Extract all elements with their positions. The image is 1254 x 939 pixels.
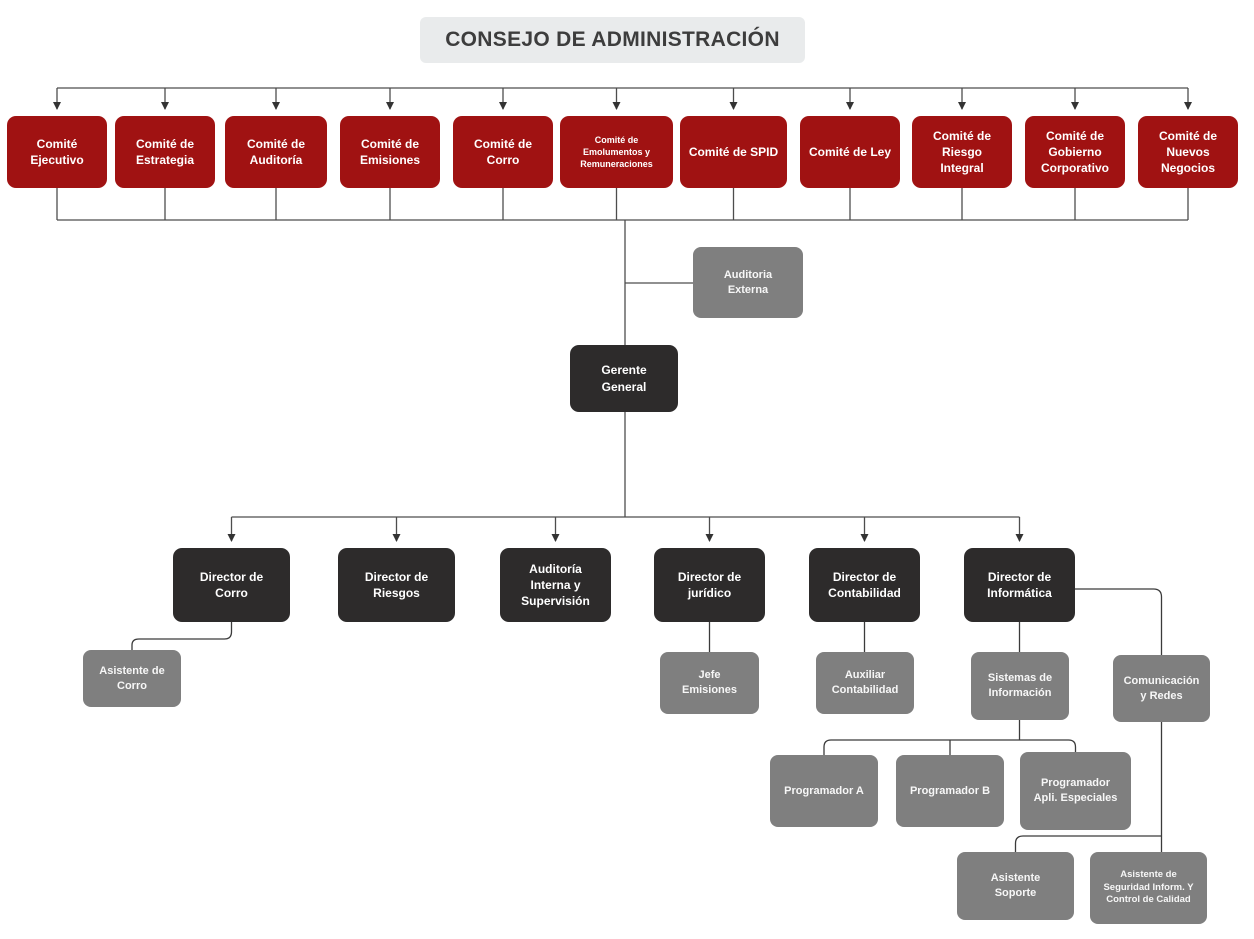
node-gerente-general: Gerente General: [570, 345, 678, 412]
node-director-riesgos: Director de Riesgos: [338, 548, 455, 622]
page-title: CONSEJO DE ADMINISTRACIÓN: [420, 17, 805, 63]
node-comite-emisiones: Comité de Emisiones: [340, 116, 440, 188]
directors-to-staff-connectors: [131, 588, 1163, 852]
node-comite-emolumentos: Comité de Emolumentos y Remuneraciones: [560, 116, 673, 188]
manager-to-directors-connectors: [227, 412, 1024, 542]
node-comite-auditoria: Comité de Auditoría: [225, 116, 327, 188]
node-auxiliar-contabilidad: Auxiliar Contabilidad: [816, 652, 914, 714]
node-comite-gobierno-corporativo: Comité de Gobierno Corporativo: [1025, 116, 1125, 188]
committees-to-manager-connectors: [56, 188, 1189, 345]
node-director-juridico: Director de jurídico: [654, 548, 765, 622]
node-programador-b: Programador B: [896, 755, 1004, 827]
node-director-contabilidad: Director de Contabilidad: [809, 548, 920, 622]
node-director-corro: Director de Corro: [173, 548, 290, 622]
node-comite-corro: Comité de Corro: [453, 116, 553, 188]
node-comite-estrategia: Comité de Estrategia: [115, 116, 215, 188]
node-asistente-soporte: Asistente Soporte: [957, 852, 1074, 920]
node-programador-a: Programador A: [770, 755, 878, 827]
node-comite-spid: Comité de SPID: [680, 116, 787, 188]
node-comunicacion-redes: Comunicación y Redes: [1113, 655, 1210, 722]
node-sistemas-informacion: Sistemas de Información: [971, 652, 1069, 720]
node-asistente-corro: Asistente de Corro: [83, 650, 181, 707]
node-auditoria-interna-supervision: Auditoría Interna y Supervisión: [500, 548, 611, 622]
node-comite-ley: Comité de Ley: [800, 116, 900, 188]
node-comite-riesgo-integral: Comité de Riesgo Integral: [912, 116, 1012, 188]
board-to-committees-connectors: [53, 87, 1192, 110]
node-director-informatica: Director de Informática: [964, 548, 1075, 622]
node-asistente-seguridad: Asistente de Seguridad Inform. Y Control…: [1090, 852, 1207, 924]
node-comite-nuevos-negocios: Comité de Nuevos Negocios: [1138, 116, 1238, 188]
node-programador-apli-especiales: Programador Apli. Especiales: [1020, 752, 1131, 830]
node-jefe-emisiones: Jefe Emisiones: [660, 652, 759, 714]
node-auditoria-externa: Auditoria Externa: [693, 247, 803, 318]
node-comite-ejecutivo: Comité Ejecutivo: [7, 116, 107, 188]
